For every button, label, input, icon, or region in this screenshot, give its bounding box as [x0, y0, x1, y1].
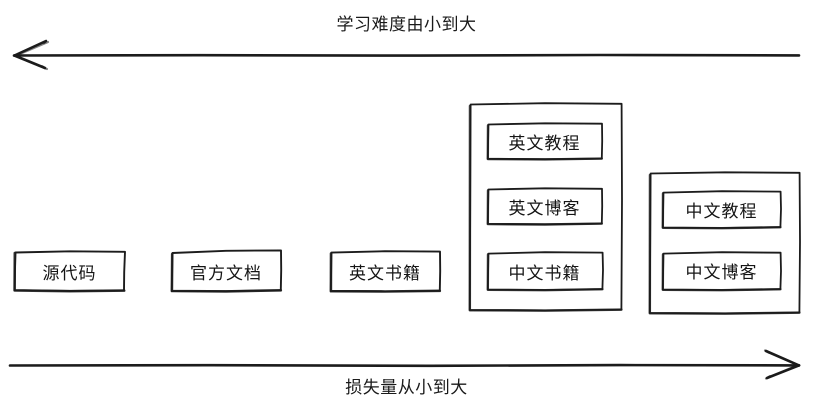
- top-axis-arrow: [12, 39, 801, 71]
- group-0-item-1[interactable]: [486, 187, 604, 226]
- group-1-item-1[interactable]: [661, 251, 782, 292]
- bottom-axis-label: 损失量从小到大: [345, 378, 468, 398]
- node-box-2[interactable]: [329, 250, 442, 293]
- bottom-axis-arrow: [8, 349, 801, 380]
- node-box-1[interactable]: [170, 249, 283, 293]
- group-0-item-2[interactable]: [486, 251, 604, 292]
- group-0-item-0[interactable]: [486, 122, 604, 161]
- node-box-0[interactable]: [13, 250, 126, 293]
- top-axis-label: 学习难度由小到大: [336, 15, 477, 35]
- group-1-item-0[interactable]: [661, 190, 782, 230]
